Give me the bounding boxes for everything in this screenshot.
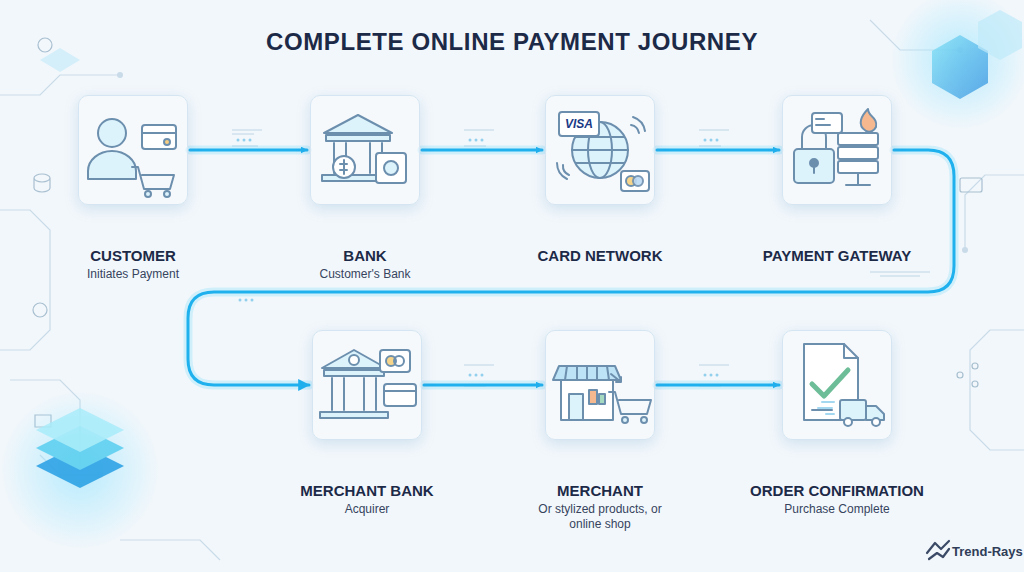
- step-subtitle: Acquirer: [263, 502, 471, 517]
- step-heading: MERCHANT: [521, 482, 679, 500]
- arrow-glow: [424, 381, 542, 390]
- process-step: MERCHANT BANK Acquirer: [263, 330, 471, 517]
- card-brand: VISA: [559, 112, 599, 136]
- step-subtitle: Customer's Bank: [261, 267, 469, 282]
- step-subtitle: Purchase Complete: [728, 502, 946, 517]
- arrow-line: [422, 149, 542, 152]
- process-step: MERCHANT Or stylized products, or online …: [521, 330, 679, 532]
- process-step: BANK Customer's Bank: [261, 95, 469, 282]
- flow-arrow: [190, 150, 307, 151]
- process-step: PAYMENT GATEWAY: [733, 95, 941, 265]
- step-card: [78, 95, 188, 205]
- step-subtitle: Or stylized products, or online shop: [521, 502, 679, 532]
- flow-arrow: [422, 150, 542, 151]
- step-heading: MERCHANT BANK: [263, 482, 471, 500]
- flow-arrow: [657, 385, 779, 386]
- arrow-line: [190, 149, 307, 152]
- step-card: [545, 330, 655, 440]
- step-heading: CUSTOMER: [29, 247, 237, 265]
- step-subtitle: Initiates Payment: [29, 267, 237, 282]
- process-step: CUSTOMER Initiates Payment: [29, 95, 237, 282]
- step-heading: CARD NETWORK: [496, 247, 704, 265]
- diagram-title: COMPLETE ONLINE PAYMENT JOURNEY: [0, 28, 1024, 56]
- step-card: [545, 95, 655, 205]
- arrow-glow: [657, 381, 779, 390]
- step-card: [312, 330, 422, 440]
- arrow-line: [657, 384, 779, 387]
- arrow-line: [657, 149, 779, 152]
- step-heading: PAYMENT GATEWAY: [733, 247, 941, 265]
- arrow-line: [424, 384, 542, 387]
- flow-arrow: [657, 150, 779, 151]
- arrow-glow: [422, 146, 542, 155]
- step-card: [782, 330, 892, 440]
- watermark: Trend-Rays: [952, 542, 1023, 562]
- arrow-glow: [657, 146, 779, 155]
- step-card: [782, 95, 892, 205]
- step-heading: BANK: [261, 247, 469, 265]
- flow-arrow: [424, 385, 542, 386]
- process-step: ORDER CONFIRMATION Purchase Complete: [728, 330, 946, 517]
- arrow-glow: [190, 146, 307, 155]
- step-card: [310, 95, 420, 205]
- step-heading: ORDER CONFIRMATION: [728, 482, 946, 500]
- process-step: CARD NETWORK: [496, 95, 704, 265]
